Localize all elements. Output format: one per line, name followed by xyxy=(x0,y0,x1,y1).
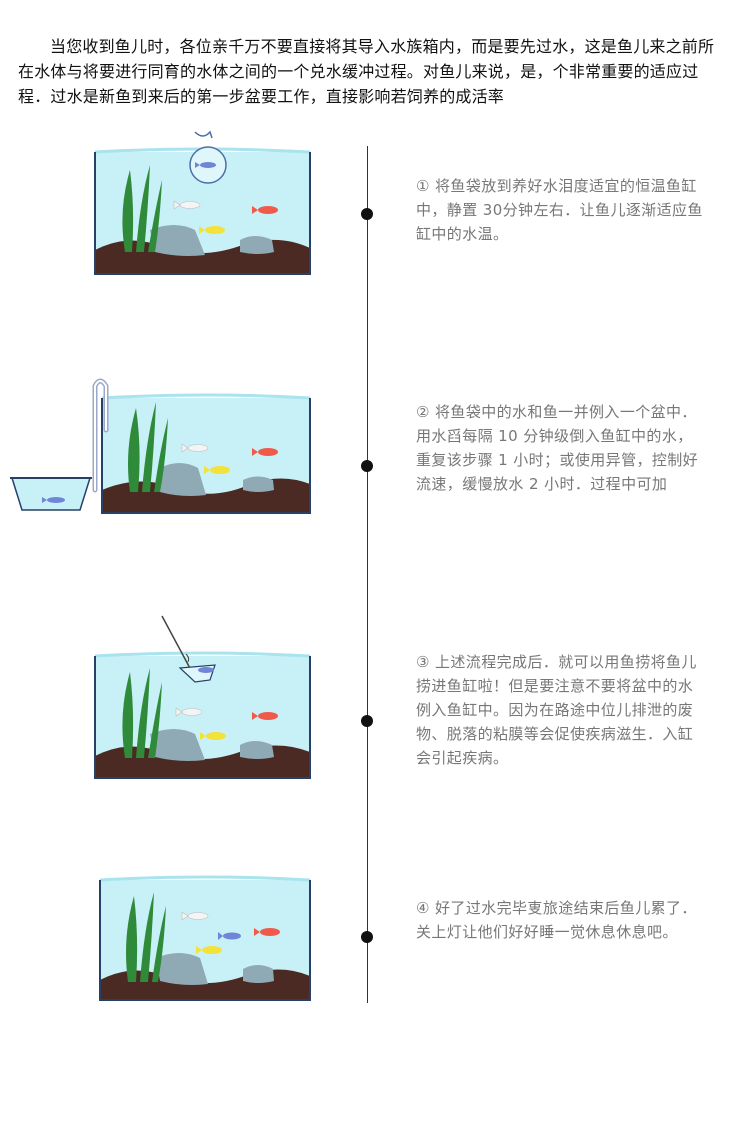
plant-1 xyxy=(122,165,162,252)
rock-3b xyxy=(240,741,274,759)
timeline-dot-3 xyxy=(361,715,373,727)
fish-white-2 xyxy=(181,443,209,453)
fish-bag-icon xyxy=(189,130,227,184)
step-4-text: ④ 好了过水完毕叓旅途结束后鱼儿累了．关上灯让他们好好睡一觉休息休息吧。 xyxy=(416,899,697,941)
fish-net-icon xyxy=(161,615,216,683)
fish-white-4 xyxy=(181,911,209,921)
intro-paragraph: 当您收到鱼儿时，各位亲千万不要直接将其导入水族箱内，而是要先过水，这是鱼儿来之前… xyxy=(18,37,715,106)
fish-yellow-2 xyxy=(204,466,230,474)
siphon-tube-icon xyxy=(92,378,109,493)
plant-2 xyxy=(128,402,168,492)
rock-4b xyxy=(243,965,274,983)
rock-2b xyxy=(243,476,274,492)
aquarium-4 xyxy=(99,875,311,1001)
plant-4 xyxy=(126,892,166,982)
fish-red-1 xyxy=(252,206,278,214)
fish-blue-4 xyxy=(218,932,241,940)
step-3-text: ③ 上述流程完成后．就可以用鱼捞将鱼儿捞进鱼缸啦！但是要注意不要将盆中的水例入鱼… xyxy=(416,653,697,767)
step-1-text: ① 将鱼袋放到养好水泪度适宜的恒温鱼缸中，静置 30分钟左右．让鱼儿逐渐适应鱼缸… xyxy=(416,177,703,243)
rock-1a xyxy=(150,225,205,256)
step-2-text: ② 将鱼袋中的水和鱼一并例入一个盆中．用水舀每隔 10 分钟级倒入鱼缸中的水，重… xyxy=(416,403,699,493)
fish-white-1 xyxy=(173,200,201,210)
timeline-dot-1 xyxy=(361,208,373,220)
fish-yellow-1 xyxy=(199,226,225,234)
tank-frame-1 xyxy=(94,152,311,275)
step-4-illustration xyxy=(0,870,340,1010)
fish-red-2 xyxy=(252,448,278,456)
aquarium-2 xyxy=(10,378,311,514)
timeline-line xyxy=(367,146,368,1003)
timeline-dot-4 xyxy=(361,931,373,943)
step-1-illustration xyxy=(0,120,340,290)
tank-frame-2 xyxy=(101,398,311,514)
fish-white-3 xyxy=(175,707,203,717)
fish-red-4 xyxy=(254,928,280,936)
aquarium-1 xyxy=(94,130,311,275)
rock-2a xyxy=(160,463,206,496)
fish-yellow-3 xyxy=(200,732,226,740)
fish-yellow-4 xyxy=(196,946,222,954)
rock-3a xyxy=(150,729,205,761)
plant-3 xyxy=(122,668,162,758)
step-3-illustration xyxy=(0,610,340,790)
water-basin-icon xyxy=(10,477,92,511)
rock-4a xyxy=(156,953,208,985)
aquarium-3 xyxy=(94,615,311,779)
tank-frame-3 xyxy=(94,656,311,779)
rock-1b xyxy=(240,236,274,254)
timeline-dot-2 xyxy=(361,460,373,472)
fish-red-3 xyxy=(252,712,278,720)
tank-frame-4 xyxy=(99,880,311,1001)
step-2-illustration xyxy=(0,370,340,520)
